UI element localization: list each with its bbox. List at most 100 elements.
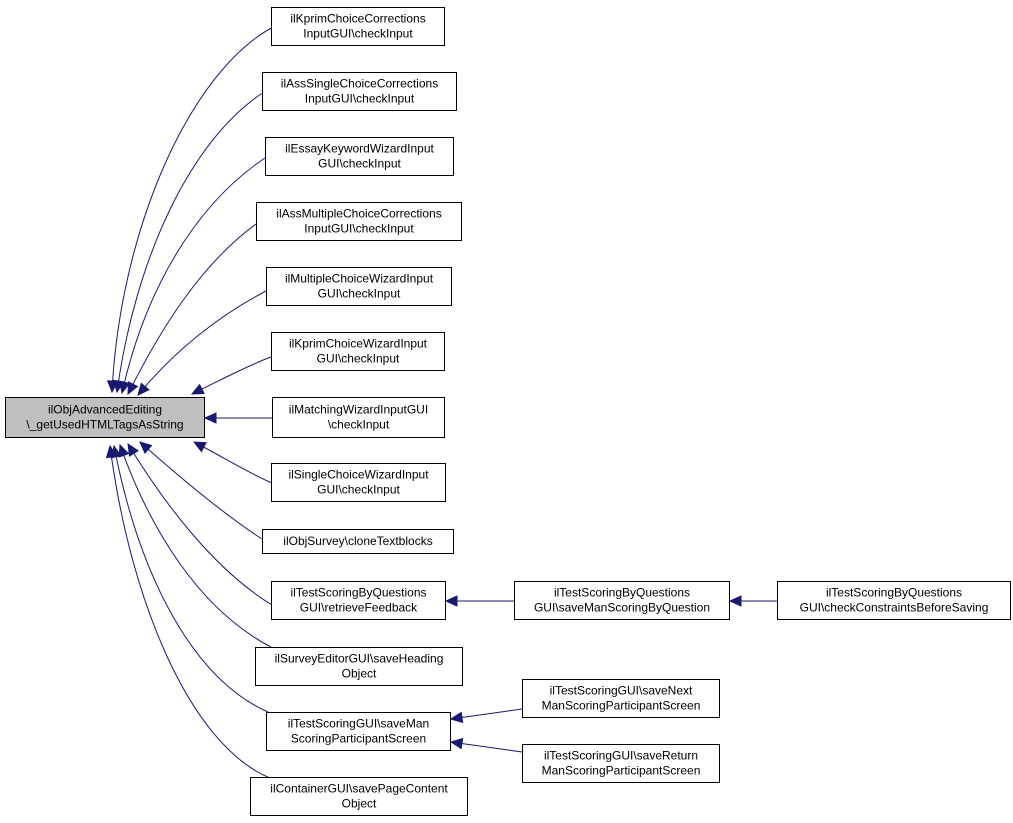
node-box[interactable]: [262, 529, 454, 554]
node-root[interactable]: ilObjAdvancedEditing\_getUsedHTMLTagsAsS…: [5, 397, 205, 438]
arrowhead-n6-root: [190, 383, 205, 395]
node-label-line: GUI\checkInput: [317, 483, 400, 497]
node-label-line: Object: [342, 797, 377, 811]
arrowhead-n17-n12: [449, 737, 464, 750]
edge-n8-root: [193, 441, 273, 484]
node-label-line: GUI\checkInput: [317, 352, 400, 366]
edge-n13-root: [109, 445, 271, 779]
node-box[interactable]: [255, 647, 463, 686]
edge-n4-root: [127, 223, 257, 395]
node-box[interactable]: [271, 463, 446, 502]
node-n14[interactable]: ilTestScoringByQuestionsGUI\saveManScori…: [514, 581, 730, 620]
node-label-line: ScoringParticipantScreen: [291, 732, 426, 746]
node-n17[interactable]: ilTestScoringGUI\saveReturnManScoringPar…: [522, 744, 720, 783]
node-label-line: ilKprimChoiceWizardInput: [289, 337, 428, 351]
arrowhead-n15-n14: [728, 595, 742, 607]
node-box[interactable]: [272, 397, 445, 438]
node-label-line: GUI\saveManScoringByQuestion: [534, 601, 710, 615]
node-label-line: ilMultipleChoiceWizardInput: [285, 272, 434, 286]
node-label-line: ilTestScoringGUI\saveMan: [288, 717, 429, 731]
node-label-line: ilAssSingleChoiceCorrections: [281, 77, 438, 91]
node-label-line: InputGUI\checkInput: [303, 27, 413, 41]
node-label-line: ilTestScoringGUI\saveReturn: [544, 749, 698, 763]
node-label-line: GUI\retrieveFeedback: [300, 601, 418, 615]
node-n1[interactable]: ilKprimChoiceCorrectionsInputGUI\checkIn…: [271, 7, 445, 46]
node-label-line: ilKprimChoiceCorrections: [290, 12, 425, 26]
arrowhead-n3-root: [118, 380, 131, 395]
node-label-line: ilMatchingWizardInputGUI: [289, 403, 428, 417]
edge-n5-root: [137, 290, 267, 396]
node-label-line: GUI\checkConstraintsBeforeSaving: [800, 601, 989, 615]
node-box[interactable]: [266, 267, 452, 306]
arrowhead-n4-root: [127, 381, 139, 396]
arrowhead-n10-root: [127, 442, 139, 457]
node-n9[interactable]: ilObjSurvey\cloneTextblocks: [262, 529, 454, 554]
node-box[interactable]: [271, 581, 446, 620]
node-n12[interactable]: ilTestScoringGUI\saveManScoringParticipa…: [266, 712, 451, 751]
edge-n16-n12: [450, 708, 523, 720]
nodes-layer: ilObjAdvancedEditing\_getUsedHTMLTagsAsS…: [5, 7, 1011, 816]
node-label-line: \_getUsedHTMLTagsAsString: [26, 418, 183, 432]
node-label-line: ilTestScoringGUI\saveNext: [550, 684, 693, 698]
node-box[interactable]: [250, 777, 468, 816]
node-box[interactable]: [271, 7, 445, 46]
node-box[interactable]: [265, 137, 454, 176]
node-n7[interactable]: ilMatchingWizardInputGUI\checkInput: [272, 397, 445, 438]
node-label-line: ManScoringParticipantScreen: [542, 699, 701, 713]
node-label-line: InputGUI\checkInput: [304, 222, 414, 236]
node-label-line: ilTestScoringByQuestions: [554, 586, 690, 600]
edge-n11-root: [119, 444, 272, 648]
node-n16[interactable]: ilTestScoringGUI\saveNextManScoringParti…: [522, 679, 720, 718]
edge-n12-root: [113, 445, 269, 713]
arrowhead-n5-root: [137, 382, 150, 396]
edge-n6-root: [191, 355, 274, 395]
node-label-line: ilTestScoringByQuestions: [290, 586, 426, 600]
arrowhead-n11-root: [118, 443, 130, 458]
node-label-line: Object: [342, 667, 377, 681]
node-box[interactable]: [522, 679, 720, 718]
arrowhead-n8-root: [192, 441, 207, 453]
edge-n17-n12: [450, 741, 523, 753]
arrowhead-n7-root: [203, 412, 217, 424]
node-n5[interactable]: ilMultipleChoiceWizardInputGUI\checkInpu…: [266, 267, 452, 306]
arrowhead-n9-root: [139, 441, 153, 454]
node-label-line: ilAssMultipleChoiceCorrections: [276, 207, 441, 221]
node-label-line: InputGUI\checkInput: [305, 92, 415, 106]
edge-n3-root: [121, 157, 266, 394]
node-box[interactable]: [777, 581, 1011, 620]
node-label-line: \checkInput: [328, 418, 390, 432]
node-box[interactable]: [522, 744, 720, 783]
node-label-line: ilSurveyEditorGUI\saveHeading: [275, 652, 444, 666]
node-label-line: ilSingleChoiceWizardInput: [288, 468, 429, 482]
node-box[interactable]: [256, 202, 462, 241]
node-box[interactable]: [262, 72, 457, 111]
node-label-line: ManScoringParticipantScreen: [542, 764, 701, 778]
node-n10[interactable]: ilTestScoringByQuestionsGUI\retrieveFeed…: [271, 581, 446, 620]
node-box[interactable]: [5, 397, 205, 438]
node-n2[interactable]: ilAssSingleChoiceCorrectionsInputGUI\che…: [262, 72, 457, 111]
node-label-line: ilEssayKeywordWizardInput: [285, 142, 434, 156]
node-box[interactable]: [266, 712, 451, 751]
node-label-line: ilObjAdvancedEditing: [48, 403, 162, 417]
node-box[interactable]: [271, 332, 445, 371]
node-n4[interactable]: ilAssMultipleChoiceCorrectionsInputGUI\c…: [256, 202, 462, 241]
node-n15[interactable]: ilTestScoringByQuestionsGUI\checkConstra…: [777, 581, 1011, 620]
edge-n9-root: [139, 441, 263, 540]
edge-n2-root: [116, 91, 265, 393]
arrowhead-n13-root: [105, 444, 118, 459]
node-box[interactable]: [514, 581, 730, 620]
node-label-line: ilContainerGUI\savePageContent: [270, 782, 448, 796]
arrowhead-n16-n12: [449, 711, 464, 724]
node-label-line: ilObjSurvey\cloneTextblocks: [283, 534, 432, 548]
arrowhead-n14-n10: [444, 595, 458, 607]
node-label-line: GUI\checkInput: [318, 157, 401, 171]
node-label-line: ilTestScoringByQuestions: [826, 586, 962, 600]
node-label-line: GUI\checkInput: [318, 287, 401, 301]
edges-layer: [105, 25, 777, 779]
